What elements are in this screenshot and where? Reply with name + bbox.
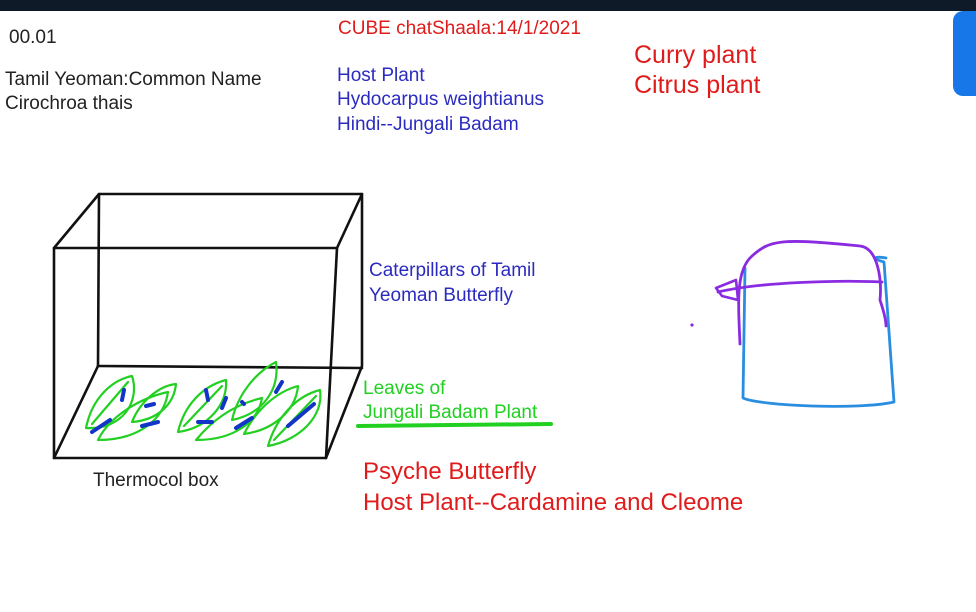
tamil-yeoman-caterpillars [90, 380, 316, 434]
top-status-bar [0, 0, 976, 11]
caterpillar-11 [286, 402, 316, 428]
cylinder-lid-outline [737, 240, 888, 346]
thermocol-box-label: Thermocol box [93, 470, 219, 491]
cylinder-lid-knot [714, 278, 740, 302]
page-number: 00.01 [9, 27, 57, 48]
leaf-3 [130, 382, 178, 424]
caterpillar-5 [204, 388, 210, 402]
psyche-butterfly-title: Psyche Butterfly [363, 458, 537, 485]
stray-dot [690, 323, 694, 327]
citrus-plant-label: Citrus plant [634, 71, 761, 99]
box-back-diagonal-edge [52, 364, 100, 460]
scientific-name-label: Cirochroa thais [5, 93, 133, 114]
cylinder-body-outline [741, 255, 896, 408]
caterpillar-9 [234, 416, 254, 430]
caterpillar-10 [274, 380, 284, 394]
caterpillar-8 [240, 400, 246, 406]
leaf-2 [96, 390, 170, 442]
side-panel-tab[interactable] [953, 11, 976, 96]
host-plant-name: Hydocarpus weightianus [337, 89, 545, 110]
curry-plant-label: Curry plant [634, 41, 757, 69]
thermocol-box-sketch [52, 192, 364, 460]
psyche-host-plant: Host Plant--Cardamine and Cleome [363, 489, 744, 516]
caterpillar-3 [144, 402, 156, 408]
jungali-badam-leaves [84, 360, 322, 448]
leaves-label-underline [356, 422, 553, 428]
cylinder-sketch [714, 240, 896, 408]
leaf-6 [230, 360, 278, 422]
caterpillar-4 [140, 420, 160, 428]
caterpillar-2 [90, 418, 112, 434]
caterpillar-1 [120, 388, 126, 402]
box-top-edges [52, 192, 364, 250]
leaves-label-line2: Jungali Badam Plant [363, 402, 538, 423]
caterpillars-label-line1: Caterpillars of Tamil [369, 260, 536, 281]
box-back-bottom-edge [96, 364, 364, 370]
box-back-left-edge [96, 192, 101, 368]
session-header: CUBE chatShaala:14/1/2021 [338, 18, 581, 39]
cylinder-lid-rim [716, 279, 884, 294]
host-plant-heading: Host Plant [337, 65, 425, 86]
caterpillar-7 [220, 396, 228, 410]
host-plant-hindi: Hindi--Jungali Badam [337, 114, 519, 135]
caterpillars-label-line2: Yeoman Butterfly [369, 285, 513, 306]
common-name-label: Tamil Yeoman:Common Name [5, 69, 262, 90]
leaf-4 [176, 378, 228, 434]
box-right-edges [324, 192, 364, 460]
leaves-label-line1: Leaves of [363, 378, 446, 399]
leaf-1 [84, 374, 136, 430]
leaf-7 [242, 384, 300, 436]
